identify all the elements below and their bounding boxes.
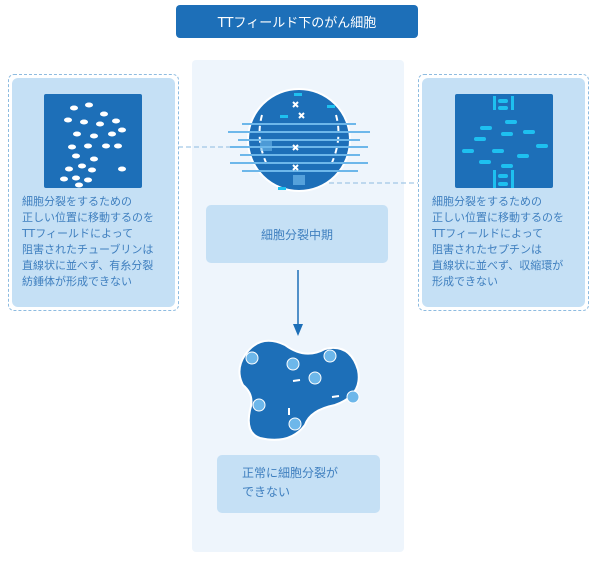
left-panel-text: 細胞分裂をするための 正しい位置に移動するのを TTフィールドによって 阻害され…: [22, 195, 154, 288]
failed-division-cell: [238, 339, 360, 441]
arrow-down-icon: [293, 270, 303, 336]
result-label: 正常に細胞分裂が できない: [217, 455, 380, 513]
stage-label: 細胞分裂中期: [206, 205, 388, 263]
left-panel: 細胞分裂をするための 正しい位置に移動するのを TTフィールドによって 阻害され…: [8, 74, 179, 311]
tubulin-illustration: [44, 94, 142, 188]
septin-illustration: [455, 94, 553, 188]
metaphase-cell: [228, 88, 370, 192]
right-panel-text: 細胞分裂をするための 正しい位置に移動するのを TTフィールドによって 阻害され…: [432, 195, 564, 288]
result-label-text: 正常に細胞分裂が できない: [242, 466, 339, 499]
diagram-title: TTフィールド下のがん細胞: [176, 5, 418, 38]
right-panel: 細胞分裂をするための 正しい位置に移動するのを TTフィールドによって 阻害され…: [418, 74, 589, 311]
